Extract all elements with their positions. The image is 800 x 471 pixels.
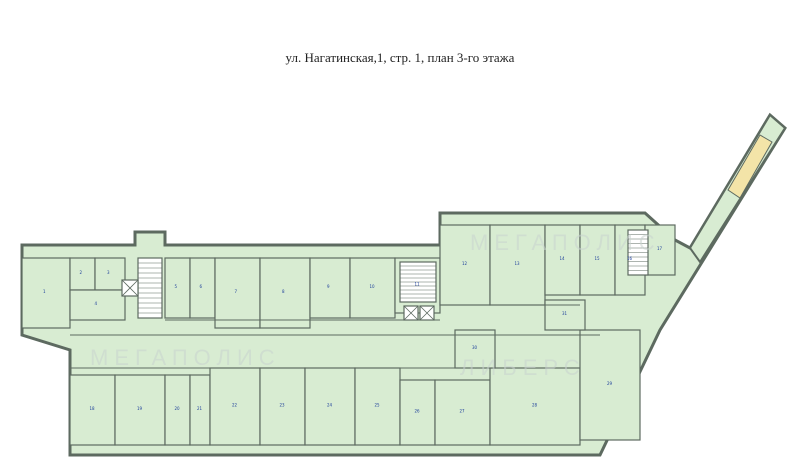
elevator-cross <box>403 305 419 321</box>
room-label: 20 <box>175 406 181 411</box>
room <box>164 374 191 446</box>
room-label: 27 <box>460 409 466 414</box>
room-label: 1 <box>43 289 46 294</box>
room <box>579 224 616 296</box>
room-label: 26 <box>415 409 421 414</box>
room-label: 31 <box>562 311 568 316</box>
room-label: 14 <box>560 256 566 261</box>
elevator-cross <box>121 279 139 297</box>
room-label: 18 <box>90 406 96 411</box>
room <box>544 224 581 296</box>
room-label: 29 <box>607 381 613 386</box>
room-label: 9 <box>327 284 330 289</box>
room-label: 16 <box>627 256 633 261</box>
room-label: 10 <box>370 284 376 289</box>
room <box>69 289 126 321</box>
room-label: 3 <box>107 270 110 275</box>
room-label: 4 <box>95 301 98 306</box>
room-label: 2 <box>80 270 83 275</box>
room <box>454 329 496 369</box>
room <box>354 367 401 446</box>
room-label: 7 <box>235 289 238 294</box>
room-label: 23 <box>280 403 286 408</box>
room <box>189 257 216 319</box>
room-label: 25 <box>375 403 381 408</box>
room-label: 15 <box>595 256 601 261</box>
room <box>489 224 546 306</box>
room <box>209 367 261 446</box>
room-label: 5 <box>175 284 178 289</box>
room-label: 30 <box>472 345 478 350</box>
room-label: 11 <box>415 282 421 287</box>
room-label: 8 <box>282 289 285 294</box>
watermark: МЕГАПОЛИС <box>90 345 281 370</box>
stairs-layer <box>121 229 649 321</box>
room <box>214 257 261 329</box>
room <box>69 257 96 291</box>
room <box>489 367 581 446</box>
room <box>259 257 311 329</box>
elevator-cross <box>419 305 435 321</box>
watermark: ЛИБЕРС <box>460 355 586 380</box>
room-label: 19 <box>137 406 143 411</box>
room-label: 24 <box>327 403 333 408</box>
room <box>94 257 126 291</box>
room <box>114 374 166 446</box>
room-label: 22 <box>232 403 238 408</box>
room <box>439 224 491 306</box>
accent-room <box>727 134 773 199</box>
watermark: МЕГАПОЛИС <box>470 230 661 255</box>
room-label: 28 <box>532 403 538 408</box>
room <box>21 257 71 329</box>
room <box>309 257 351 319</box>
room-label: 17 <box>657 246 663 251</box>
room <box>579 329 641 441</box>
room-label: 21 <box>197 406 203 411</box>
rooms-layer <box>21 224 676 446</box>
room-label: 6 <box>200 284 203 289</box>
room <box>259 367 306 446</box>
plan-title: ул. Нагатинская,1, стр. 1, план 3-го эта… <box>285 50 515 65</box>
room-label: 13 <box>515 261 521 266</box>
room <box>304 367 356 446</box>
room-label: 12 <box>462 261 468 266</box>
room <box>164 257 191 319</box>
watermark-layer: МЕГАПОЛИС МЕГАПОЛИС ЛИБЕРС <box>90 230 661 380</box>
